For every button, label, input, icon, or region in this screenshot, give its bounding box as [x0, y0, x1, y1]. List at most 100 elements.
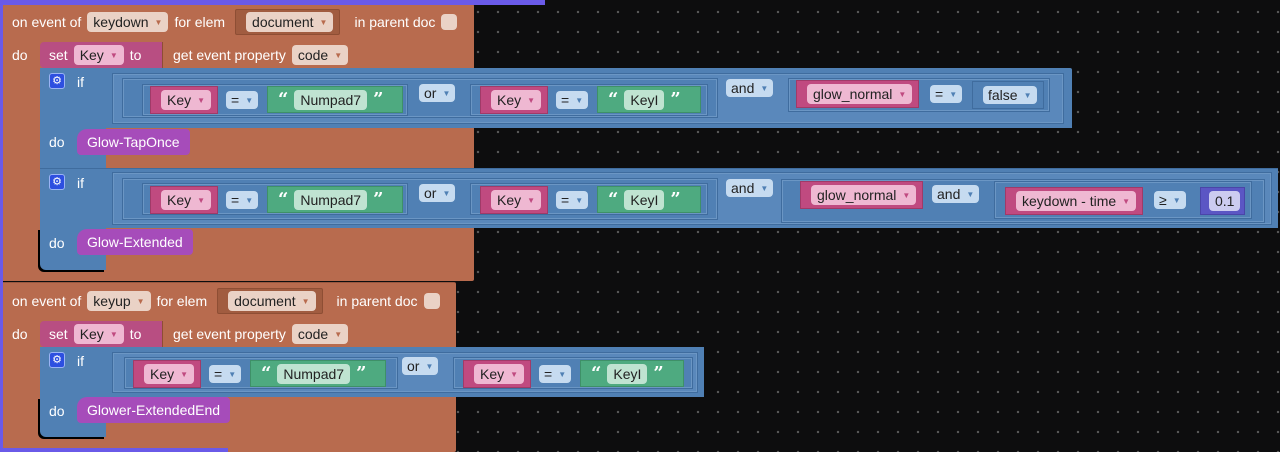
gear-icon[interactable]: ⚙ — [49, 174, 65, 190]
compare-operator-dropdown[interactable]: =▼ — [930, 85, 963, 103]
gear-icon[interactable]: ⚙ — [49, 73, 65, 89]
chevron-down-icon: ▼ — [319, 17, 328, 27]
number-field[interactable]: 0.1 — [1209, 191, 1241, 211]
procedure-call-glow-extended[interactable]: Glow-Extended — [77, 229, 193, 255]
compare-operator-dropdown[interactable]: =▼ — [226, 191, 259, 209]
gear-icon[interactable]: ⚙ — [49, 352, 65, 368]
text-literal-block[interactable]: “Numpad7” — [250, 360, 386, 387]
label-do: do — [49, 235, 65, 251]
event-header-keyup: on event of keyup▼ for elem document▼ in… — [12, 288, 440, 314]
chevron-down-icon: ▼ — [527, 95, 536, 105]
boolean-dropdown[interactable]: false▼ — [983, 86, 1037, 104]
or-operator-dropdown[interactable]: or▼ — [402, 357, 439, 375]
compare-operator-dropdown[interactable]: =▼ — [226, 91, 259, 109]
and-operator-dropdown[interactable]: and▼ — [726, 79, 774, 97]
label-set: set — [49, 47, 68, 63]
chevron-down-icon: ▼ — [902, 190, 911, 200]
in-parent-doc-checkbox[interactable] — [441, 14, 458, 30]
label-on-event-of: on event of — [12, 14, 82, 30]
chevron-down-icon: ▼ — [109, 329, 118, 339]
chevron-down-icon: ▼ — [510, 369, 519, 379]
label-do: do — [12, 47, 28, 63]
chevron-down-icon: ▼ — [228, 369, 237, 379]
variable-glow-normal[interactable]: glow_normal▼ — [800, 181, 924, 209]
chevron-down-icon: ▼ — [334, 329, 343, 339]
variable-key[interactable]: Key▼ — [150, 86, 219, 114]
chevron-down-icon: ▼ — [245, 195, 254, 205]
text-literal-block[interactable]: “KeyI” — [597, 186, 701, 213]
chevron-down-icon: ▼ — [1122, 196, 1131, 206]
variable-key[interactable]: Key▼ — [480, 186, 549, 214]
event-type-dropdown[interactable]: keydown▼ — [87, 12, 169, 32]
chevron-down-icon: ▼ — [109, 50, 118, 60]
label-get-event-property: get event property — [173, 326, 286, 342]
procedure-call-glow-taponce[interactable]: Glow-TapOnce — [77, 129, 190, 155]
label-if: if — [77, 353, 84, 369]
chevron-down-icon: ▼ — [180, 369, 189, 379]
text-literal-block[interactable]: “KeyI” — [597, 86, 701, 113]
boolean-block[interactable]: false▼ — [972, 81, 1044, 109]
text-literal-block[interactable]: “Numpad7” — [267, 186, 403, 213]
chevron-down-icon: ▼ — [301, 296, 310, 306]
or-operator-dropdown[interactable]: or▼ — [419, 184, 456, 202]
variable-dropdown[interactable]: Key▼ — [73, 45, 124, 65]
variable-key[interactable]: Key▼ — [150, 186, 219, 214]
label-for-elem: for elem — [156, 293, 208, 309]
workspace-left-edge — [0, 0, 3, 452]
variable-key[interactable]: Key▼ — [480, 86, 549, 114]
chevron-down-icon: ▼ — [966, 189, 975, 199]
or-operator-dropdown[interactable]: or▼ — [419, 84, 456, 102]
chevron-down-icon: ▼ — [1023, 90, 1032, 100]
label-get-event-property: get event property — [173, 47, 286, 63]
text-field[interactable]: KeyI — [624, 189, 665, 210]
chevron-down-icon: ▼ — [760, 183, 769, 193]
chevron-down-icon: ▼ — [527, 195, 536, 205]
elem-dropdown[interactable]: document▼ — [228, 291, 316, 311]
label-if: if — [77, 175, 84, 191]
compare-operator-dropdown[interactable]: ≥▼ — [1154, 191, 1186, 209]
chevron-down-icon: ▼ — [558, 369, 567, 379]
variable-glow-normal[interactable]: glow_normal▼ — [796, 80, 920, 108]
chevron-down-icon: ▼ — [197, 195, 206, 205]
chevron-down-icon: ▼ — [442, 88, 451, 98]
property-dropdown[interactable]: code▼ — [291, 45, 349, 65]
set-variable-block[interactable]: set Key▼ to — [40, 321, 162, 347]
chevron-down-icon: ▼ — [949, 89, 958, 99]
compare-operator-dropdown[interactable]: =▼ — [539, 365, 572, 383]
previous-block-edge — [0, 0, 545, 5]
next-block-edge — [0, 448, 228, 452]
chevron-down-icon: ▼ — [154, 17, 163, 27]
text-field[interactable]: KeyI — [624, 89, 665, 110]
chevron-down-icon: ▼ — [136, 296, 145, 306]
text-literal-block[interactable]: “Numpad7” — [267, 86, 403, 113]
variable-key[interactable]: Key▼ — [463, 360, 532, 388]
label-do: do — [49, 403, 65, 419]
procedure-call-glower-extendedend[interactable]: Glower-ExtendedEnd — [77, 397, 231, 423]
chevron-down-icon: ▼ — [334, 50, 343, 60]
compare-operator-dropdown[interactable]: =▼ — [556, 191, 589, 209]
text-field[interactable]: Numpad7 — [294, 89, 368, 110]
label-to: to — [129, 326, 142, 342]
set-variable-block[interactable]: set Key▼ to — [40, 42, 162, 68]
property-dropdown[interactable]: code▼ — [291, 324, 349, 344]
chevron-down-icon: ▼ — [1172, 195, 1181, 205]
variable-key[interactable]: Key▼ — [133, 360, 202, 388]
elem-dropdown[interactable]: document▼ — [246, 12, 334, 32]
get-event-property-block[interactable]: get event property code▼ — [162, 42, 361, 68]
label-to: to — [129, 47, 142, 63]
text-field[interactable]: Numpad7 — [294, 189, 368, 210]
text-literal-block[interactable]: “KeyI” — [580, 360, 684, 387]
number-block[interactable]: 0.1 — [1200, 187, 1246, 215]
in-parent-doc-checkbox[interactable] — [423, 293, 440, 309]
get-event-property-block[interactable]: get event property code▼ — [162, 321, 361, 347]
event-type-dropdown[interactable]: keyup▼ — [87, 291, 151, 311]
compare-operator-dropdown[interactable]: =▼ — [209, 365, 242, 383]
text-field[interactable]: KeyI — [607, 363, 648, 384]
and-operator-dropdown[interactable]: and▼ — [726, 179, 774, 197]
label-set: set — [49, 326, 68, 342]
variable-keydown-time[interactable]: keydown - time▼ — [1005, 187, 1144, 215]
compare-operator-dropdown[interactable]: =▼ — [556, 91, 589, 109]
and-operator-dropdown[interactable]: and▼ — [932, 185, 980, 203]
variable-dropdown[interactable]: Key▼ — [73, 324, 124, 344]
text-field[interactable]: Numpad7 — [277, 363, 351, 384]
